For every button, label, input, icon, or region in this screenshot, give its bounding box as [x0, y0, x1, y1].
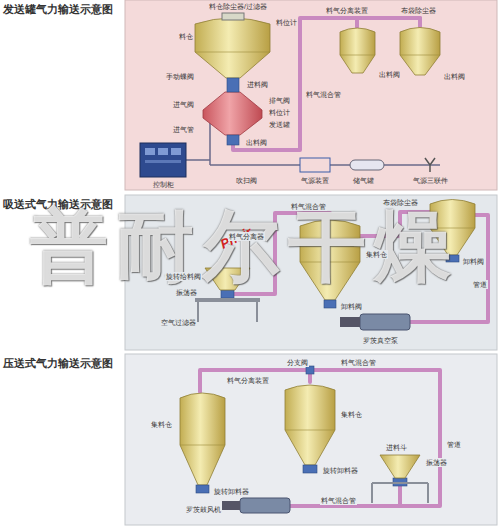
silo-seam-part [340, 55, 375, 56]
hopper-part [372, 483, 428, 503]
roots-blower-part [340, 317, 360, 327]
hopper-part [380, 455, 420, 478]
part-label: 料气混合管 [340, 358, 377, 367]
part-label: 排气阀 [268, 96, 291, 105]
part-label: 振荡器 [175, 288, 198, 297]
part-label: 储气罐 [352, 176, 375, 185]
control-cabinet-part [171, 148, 181, 155]
part-label: 进料斗 [385, 443, 408, 452]
panel-title: 压送式气力输送示意图 [3, 357, 113, 370]
part-label: 发送罐 [268, 120, 291, 129]
part-label: 布袋除尘器 [400, 6, 437, 15]
valve-part [306, 366, 314, 374]
control-cabinet [140, 143, 186, 177]
pipe-part [200, 370, 440, 506]
part-label: 旋转卸料器 [213, 487, 250, 496]
air-equipment-part [425, 158, 435, 172]
silo-part [180, 393, 225, 485]
part-label: 料气混合管 [305, 90, 342, 99]
panel-ground-part [125, 354, 497, 525]
part-label: 吹扫阀 [235, 176, 258, 185]
silo-part [195, 18, 270, 78]
part-label: 罗茨鼓风机 [185, 505, 222, 514]
part-label: 出料阀 [245, 138, 268, 147]
part-label: 分支阀 [286, 358, 309, 367]
control-cabinet-part [145, 148, 155, 155]
part-label: 料气混合管 [320, 496, 357, 505]
valve-part [196, 485, 209, 493]
roots-blower-part [360, 314, 410, 330]
part-label: 气源三联件 [412, 176, 449, 185]
hopper [195, 268, 428, 503]
part-label: 料气分离装置 [226, 376, 270, 385]
part-label: 料仓除尘器/过滤器 [208, 2, 268, 11]
part-label: 管道 [472, 280, 488, 289]
filter-part [222, 13, 244, 20]
part-label: 罗茨真空泵 [362, 336, 399, 345]
sending-tank [203, 92, 262, 135]
silo-seam-part [400, 55, 440, 56]
valve-part [303, 465, 317, 473]
valve-part [227, 135, 239, 145]
roots-blower [222, 314, 410, 513]
hopper-part [195, 298, 260, 302]
silo-part [285, 385, 335, 465]
part-label: 料位计 [275, 18, 298, 27]
part-label: 振荡器 [425, 458, 448, 467]
valve-part [324, 300, 336, 308]
part-label: 集料仓 [150, 420, 173, 429]
air-line-part [186, 159, 210, 161]
air-equipment [300, 158, 435, 172]
part-label: 管道 [446, 440, 462, 449]
air-equipment-part [350, 160, 384, 170]
pipe-part [418, 18, 422, 27]
part-label: 卸料阀 [462, 257, 485, 266]
control-cabinet-part [158, 148, 168, 155]
filter [222, 13, 244, 20]
part-label: 进气阀 [172, 100, 195, 109]
part-label: 控制柜 [152, 180, 175, 189]
part-label: 气源装置 [300, 176, 330, 185]
control-cabinet-part [140, 143, 186, 177]
part-label: 料气分离装置 [325, 6, 369, 15]
part-label: 集料仓 [365, 250, 388, 259]
panel-ground-part [125, 0, 497, 190]
part-label: 旋转给料阀 [165, 272, 202, 281]
watermark: 普耐尔干燥 [30, 205, 460, 289]
silo-part [400, 28, 440, 76]
silo-seam-part [195, 52, 270, 53]
roots-blower-part [222, 501, 240, 510]
part-label: 料气分离器 [228, 232, 265, 241]
part-label: 进气管 [172, 125, 195, 134]
part-label: 卸料阀 [340, 302, 363, 311]
pipe-part [355, 18, 359, 27]
part-label: 料气混合管 [290, 202, 327, 211]
part-label: 集料仓 [340, 410, 363, 419]
part-label: 手动蝶阀 [165, 72, 195, 81]
panel-title: 发送罐气力输送示意图 [3, 3, 113, 16]
sending-tank-part [203, 92, 262, 135]
control-cabinet-part [145, 160, 181, 163]
silo-seam-part [180, 445, 225, 446]
valve-part [227, 78, 239, 92]
part-label: 进料阀 [246, 80, 269, 89]
air-equipment-part [300, 158, 330, 172]
part-label: 料仓 [178, 32, 194, 41]
part-label: 布袋除尘器 [382, 198, 419, 207]
part-label: 料位计 [268, 108, 291, 117]
diagram-panel: 压送式气力输送示意图 [125, 354, 497, 525]
part-label: 空气过滤器 [160, 318, 197, 327]
part-label: 旋转卸料器 [322, 466, 359, 475]
part-label: 出料阀 [378, 70, 401, 79]
roots-blower-part [240, 498, 290, 513]
valve-part [221, 290, 234, 298]
silo-part [340, 28, 375, 73]
silo-seam-part [285, 430, 335, 431]
hopper-part [198, 302, 257, 322]
part-label: 出料阀 [443, 72, 466, 81]
